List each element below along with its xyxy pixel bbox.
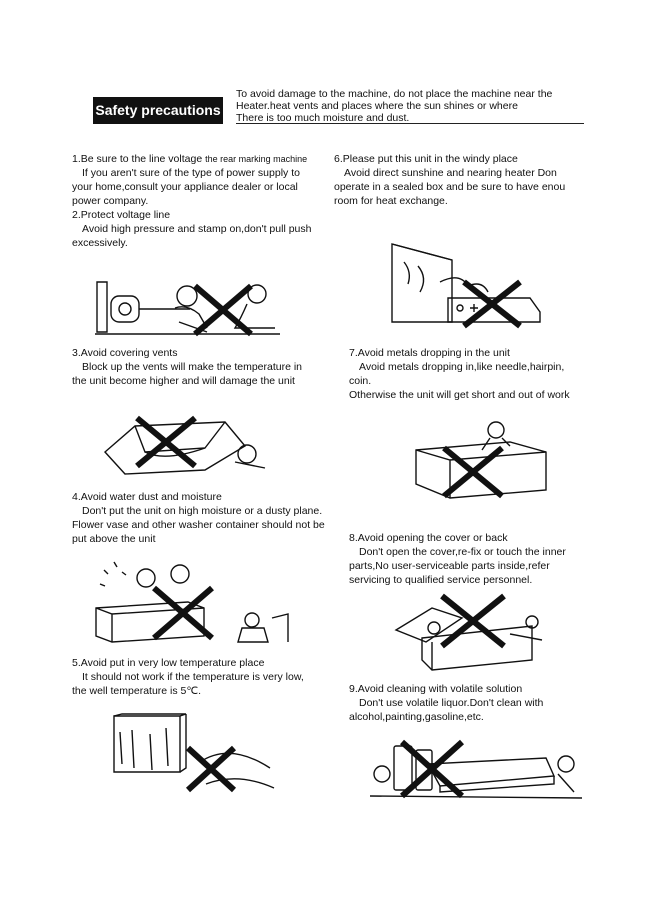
section-line: Don't use volatile liquor.Don't clean wi… [359, 697, 544, 709]
prohibition-cross [402, 742, 462, 796]
prohibition-cross [195, 286, 251, 334]
illustration-metals-dropping [410, 420, 550, 500]
intro-text: To avoid damage to the machine, do not p… [236, 88, 586, 124]
section-heading: 2.Protect voltage line [72, 209, 171, 221]
section-line: It should not work if the temperature is… [82, 671, 304, 683]
illustration-covered-vents [95, 412, 275, 482]
illustration-water-moisture [92, 558, 304, 648]
illustration-power-cord [95, 278, 280, 340]
prohibition-cross [154, 588, 212, 638]
prohibition-cross [444, 448, 502, 496]
section-3: 3.Avoid covering vents Block up the vent… [72, 346, 302, 388]
section-line: coin. [349, 375, 372, 387]
section-5: 5.Avoid put in very low temperature plac… [72, 656, 304, 698]
section-line: Otherwise the unit will get short and ou… [349, 389, 570, 401]
section-line: operate in a sealed box and be sure to h… [334, 181, 566, 193]
prohibition-cross [464, 282, 520, 326]
section-line: servicing to qualified service personnel… [349, 574, 533, 586]
section-2: 2.Protect voltage line Avoid high pressu… [72, 208, 311, 250]
section-line: Don't put the unit on high moisture or a… [82, 505, 323, 517]
section-line: power company. [72, 195, 149, 207]
section-line: Avoid metals dropping in,like needle,hai… [359, 361, 565, 373]
illustration-open-cover [392, 590, 552, 676]
section-line: Avoid high pressure and stamp on,don't p… [82, 223, 312, 235]
illustration-volatile-solution [370, 740, 582, 804]
section-1: 1.Be sure to the line voltage the rear m… [72, 152, 307, 208]
section-line: your home,consult your appliance dealer … [72, 181, 298, 193]
section-line: room for heat exchange. [334, 195, 448, 207]
section-heading: 6.Please put this unit in the windy plac… [334, 153, 518, 165]
section-4: 4.Avoid water dust and moisture Don't pu… [72, 490, 325, 546]
prohibition-cross [442, 596, 504, 646]
section-6: 6.Please put this unit in the windy plac… [334, 152, 565, 208]
section-line: Block up the vents will make the tempera… [82, 361, 303, 373]
section-line: excessively. [72, 237, 128, 249]
section-heading: 7.Avoid metals dropping in the unit [349, 347, 510, 359]
section-heading-note: the rear marking machine [205, 154, 308, 164]
intro-line: Heater.heat vents and places where the s… [236, 100, 518, 112]
page-title: Safety precautions [93, 97, 223, 124]
section-line: Avoid direct sunshine and nearing heater… [344, 167, 557, 179]
section-heading: 8.Avoid opening the cover or back [349, 532, 508, 544]
section-line: Don't open the cover,re-fix or touch the… [359, 546, 566, 558]
intro-line: To avoid damage to the machine, do not p… [236, 88, 553, 100]
section-line: Flower vase and other washer container s… [72, 519, 325, 531]
prohibition-cross [137, 418, 195, 466]
section-heading: 9.Avoid cleaning with volatile solution [349, 683, 523, 695]
section-line: If you aren't sure of the type of power … [82, 167, 300, 179]
section-9: 9.Avoid cleaning with volatile solution … [349, 682, 543, 724]
section-7: 7.Avoid metals dropping in the unit Avoi… [349, 346, 570, 402]
illustration-low-temperature [110, 712, 278, 796]
section-heading: 3.Avoid covering vents [72, 347, 178, 359]
section-8: 8.Avoid opening the cover or back Don't … [349, 531, 566, 587]
section-heading: 4.Avoid water dust and moisture [72, 491, 222, 503]
illustration-sealed-box [390, 242, 550, 330]
header-divider [236, 123, 584, 124]
section-line: alcohol,painting,gasoline,etc. [349, 711, 484, 723]
section-line: parts,No user-serviceable parts inside,r… [349, 560, 550, 572]
section-line: the well temperature is 5℃. [72, 685, 202, 697]
intro-line: There is too much moisture and dust. [236, 112, 410, 124]
section-line: the unit become higher and will damage t… [72, 375, 295, 387]
prohibition-cross [188, 748, 234, 790]
section-line: put above the unit [72, 533, 156, 545]
section-heading: 5.Avoid put in very low temperature plac… [72, 657, 265, 669]
section-heading: 1.Be sure to the line voltage [72, 153, 203, 165]
